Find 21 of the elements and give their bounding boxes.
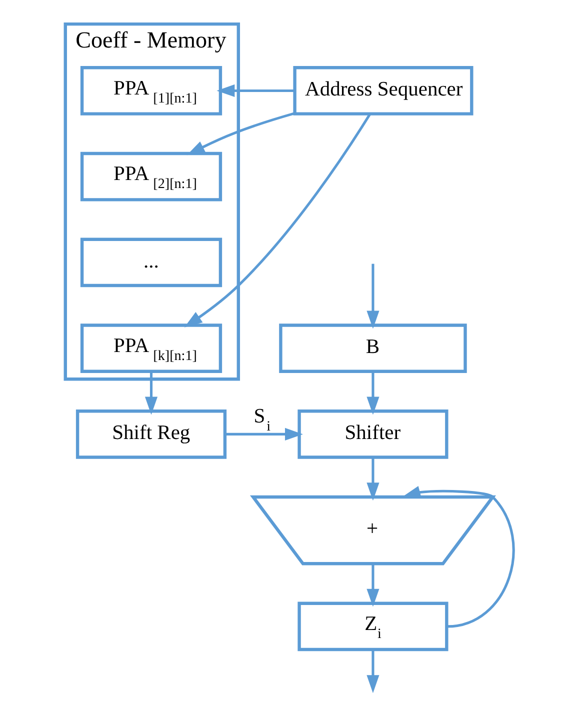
node-box: Shift Reg bbox=[76, 410, 227, 459]
arrow bbox=[216, 84, 294, 98]
node-box: B bbox=[279, 324, 467, 373]
node-box: Address Sequencer bbox=[293, 66, 474, 116]
node-box: Shifter bbox=[298, 410, 448, 459]
arrow bbox=[402, 486, 515, 628]
arrow bbox=[144, 372, 158, 415]
arrow bbox=[225, 428, 303, 440]
arrow bbox=[366, 650, 380, 694]
node-box: ... bbox=[80, 238, 222, 288]
arrow bbox=[184, 113, 372, 328]
arrow bbox=[366, 372, 380, 415]
arrow bbox=[186, 112, 295, 156]
edge-label: S$_{i}$ bbox=[254, 405, 271, 434]
arrow bbox=[366, 458, 380, 501]
arrow bbox=[366, 264, 380, 329]
arrow bbox=[366, 564, 380, 607]
node-box: PPA $_{[1][n:1]}$ bbox=[80, 66, 222, 116]
node-box: PPA $_{[2][n:1]}$ bbox=[80, 152, 222, 202]
node-box: Z$_{i}$ bbox=[298, 602, 448, 652]
node-box: PPA $_{[k][n:1]}$ bbox=[80, 324, 222, 373]
